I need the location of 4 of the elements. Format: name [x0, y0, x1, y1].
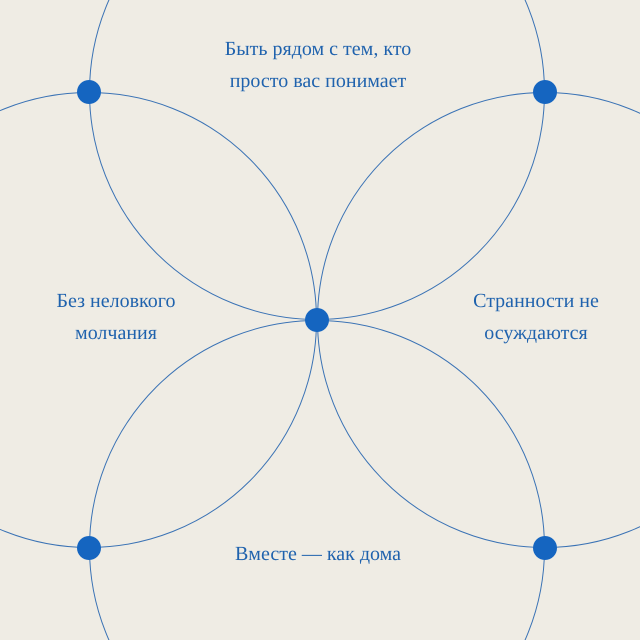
node-text: Вместе — как дома: [234, 542, 402, 567]
node-text: Странности не осуждаются: [472, 289, 600, 346]
node-text: Без неловкого молчания: [56, 289, 176, 346]
node-text: Быть рядом с тем, кто просто вас понимает: [224, 37, 412, 94]
